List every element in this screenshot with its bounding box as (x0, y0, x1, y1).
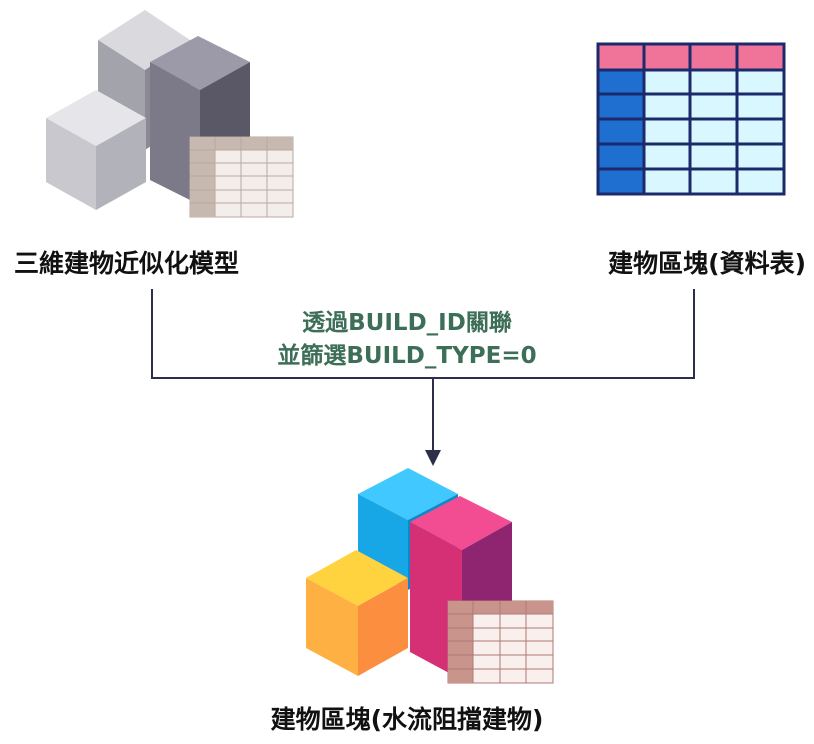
gray-mini-table-icon (189, 136, 294, 218)
colored-mini-table-icon (447, 600, 554, 684)
edge-label-line1: 透過BUILD_ID關聯 (302, 310, 512, 336)
arrow-down-icon (425, 450, 441, 466)
edge-label-line2: 並篩選BUILD_TYPE=0 (277, 343, 537, 369)
result-node-label: 建物區塊(水流阻擋建物) (270, 705, 544, 734)
connector (151, 289, 695, 452)
data-table-icon (596, 42, 786, 196)
model-node-label: 三維建物近似化模型 (14, 249, 240, 278)
table-node-label: 建物區塊(資料表) (608, 249, 806, 278)
